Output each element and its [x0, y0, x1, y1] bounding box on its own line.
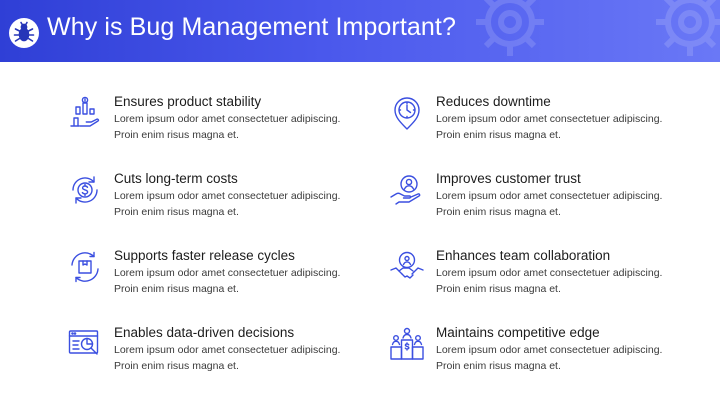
benefit-description: Lorem ipsum odor amet consectetuer adipi…	[436, 344, 663, 372]
benefit-description: Lorem ipsum odor amet consectetuer adipi…	[114, 267, 341, 295]
box-cycle-icon	[71, 251, 99, 283]
bug-icon	[9, 18, 39, 48]
hand-customer-icon	[390, 175, 421, 205]
benefit-description: Lorem ipsum odor amet consectetuer adipi…	[436, 190, 663, 218]
benefit-heading: Supports faster release cycles	[114, 248, 295, 263]
benefit-description: Lorem ipsum odor amet consectetuer adipi…	[436, 113, 663, 141]
benefit-heading: Reduces downtime	[436, 94, 551, 109]
gear-icon	[656, 0, 720, 56]
benefit-supports-faster-release-cycles: Supports faster release cycles Lorem ips…	[68, 248, 358, 306]
benefit-heading: Ensures product stability	[114, 94, 262, 109]
benefit-maintains-competitive-edge: Maintains competitive edge Lorem ipsum o…	[390, 325, 680, 383]
benefit-description: Lorem ipsum odor amet consectetuer adipi…	[114, 113, 341, 141]
slide-title: Why is Bug Management Important?	[47, 13, 456, 41]
benefit-improves-customer-trust: Improves customer trust Lorem ipsum odor…	[390, 171, 680, 229]
benefit-reduces-downtime: Reduces downtime Lorem ipsum odor amet c…	[390, 94, 680, 152]
benefit-heading: Enhances team collaboration	[436, 248, 611, 263]
gear-icon	[476, 0, 544, 56]
clock-location-icon	[394, 97, 420, 130]
dollar-cycle-icon	[72, 176, 98, 204]
benefit-enhances-team-collaboration: Enhances team collaboration Lorem ipsum …	[390, 248, 680, 306]
benefit-ensures-product-stability: Ensures product stability Lorem ipsum od…	[68, 94, 358, 152]
title-banner: Why is Bug Management Important?	[0, 0, 720, 62]
benefit-heading: Maintains competitive edge	[436, 325, 600, 340]
benefit-heading: Improves customer trust	[436, 171, 581, 186]
data-analytics-icon	[68, 330, 99, 355]
money-hand-chart-icon	[70, 96, 100, 127]
benefit-enables-data-driven-decisions: Enables data-driven decisions Lorem ipsu…	[68, 325, 358, 383]
benefit-heading: Enables data-driven decisions	[114, 325, 295, 340]
benefit-description: Lorem ipsum odor amet consectetuer adipi…	[114, 190, 341, 218]
handshake-team-icon	[390, 251, 424, 279]
benefit-cuts-long-term-costs: Cuts long-term costs Lorem ipsum odor am…	[68, 171, 358, 229]
podium-people-icon	[390, 327, 424, 360]
benefit-description: Lorem ipsum odor amet consectetuer adipi…	[436, 267, 663, 295]
benefit-description: Lorem ipsum odor amet consectetuer adipi…	[114, 344, 341, 372]
benefit-heading: Cuts long-term costs	[114, 171, 238, 186]
